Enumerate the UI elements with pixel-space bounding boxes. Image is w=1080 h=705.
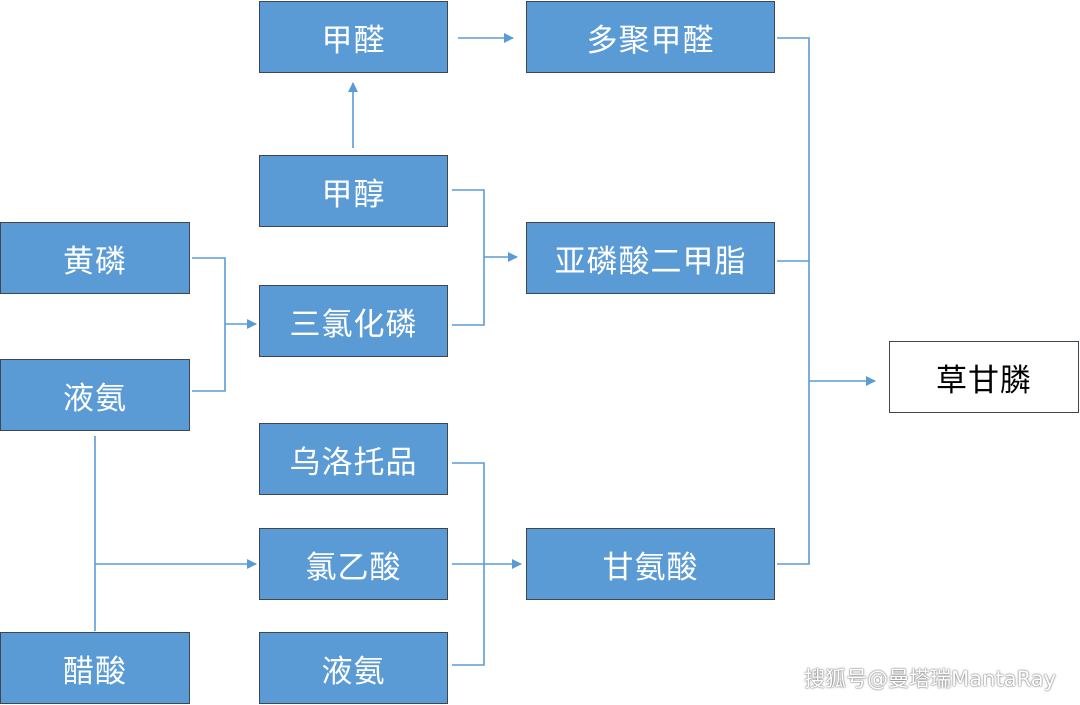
connector-yellow-phosphorus-ammonia-bracket [192, 257, 226, 392]
node-phosphorus-trichloride: 三氯化磷 [259, 285, 448, 357]
node-liquid-ammonia-2: 液氨 [259, 632, 448, 704]
node-formaldehyde-label: 甲醛 [321, 22, 386, 59]
node-methanol-label: 甲醇 [321, 176, 386, 213]
node-liquid-ammonia-2-label: 液氨 [321, 653, 386, 690]
node-glyphosate-label: 草甘膦 [936, 362, 1032, 399]
node-yellow-phosphorus-label: 黄磷 [63, 243, 127, 280]
node-chloroacetic-acid: 氯乙酸 [259, 528, 448, 600]
node-dimethyl-phosphite-label: 亚磷酸二甲脂 [554, 243, 747, 280]
node-liquid-ammonia-1-label: 液氨 [63, 380, 127, 417]
node-glycine-label: 甘氨酸 [602, 549, 699, 586]
node-chloroacetic-acid-label: 氯乙酸 [305, 549, 402, 586]
connector-final-bracket [777, 37, 810, 565]
node-polyformaldehyde-label: 多聚甲醛 [586, 22, 715, 59]
node-dimethyl-phosphite: 亚磷酸二甲脂 [526, 222, 775, 294]
node-acetic-acid-label: 醋酸 [63, 653, 127, 690]
connector-methanol-to-merge [452, 189, 485, 326]
node-glycine: 甘氨酸 [526, 528, 775, 600]
node-formaldehyde: 甲醛 [259, 1, 448, 73]
node-liquid-ammonia-1: 液氨 [0, 359, 190, 431]
node-polyformaldehyde: 多聚甲醛 [526, 1, 775, 73]
node-glyphosate: 草甘膦 [889, 341, 1079, 413]
watermark-text: 搜狐号@曼塔瑞MantaRay [804, 667, 1056, 691]
node-urotropine: 乌洛托品 [259, 423, 448, 495]
node-urotropine-label: 乌洛托品 [289, 444, 418, 481]
node-phosphorus-trichloride-label: 三氯化磷 [289, 306, 418, 343]
node-yellow-phosphorus: 黄磷 [0, 222, 190, 294]
node-methanol: 甲醇 [259, 155, 448, 227]
node-acetic-acid: 醋酸 [0, 632, 190, 704]
